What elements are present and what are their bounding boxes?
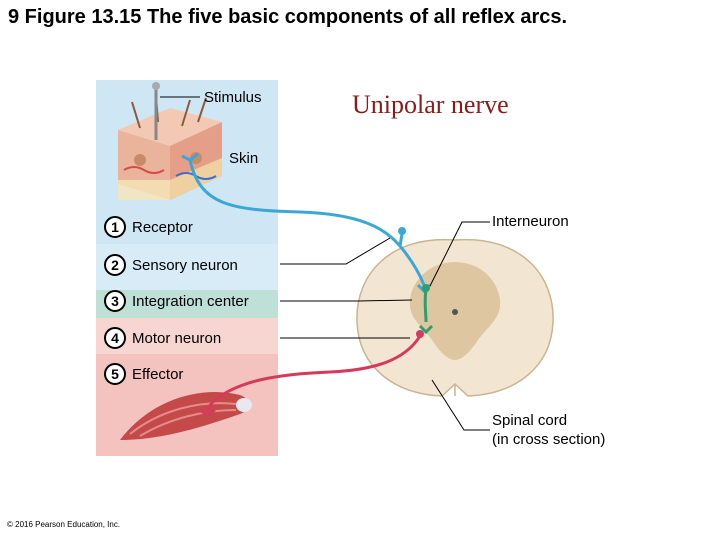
spinal-cord-leader-line [431, 379, 490, 431]
sensory-neuron [188, 159, 426, 286]
step-receptor: 1 Receptor [104, 216, 193, 238]
sensory-neuron-branch [398, 233, 404, 247]
interneuron-leader-line [429, 221, 490, 287]
step-label: Motor neuron [132, 329, 222, 347]
integration-leader-line [280, 299, 413, 302]
step-integration-center: 3 Integration center [104, 290, 249, 312]
muscle-illustration [120, 392, 252, 440]
step-label: Receptor [132, 218, 193, 236]
stimulus-pin [152, 82, 160, 140]
spinal-cord-label: Spinal cord [492, 412, 568, 429]
interneuron [423, 290, 428, 323]
skin-label: Skin [229, 150, 259, 167]
sensory-leader-line [280, 237, 391, 265]
panel-motor [96, 318, 278, 354]
step-sensory-neuron: 2 Sensory neuron [104, 254, 238, 276]
step-label: Effector [132, 365, 184, 383]
stimulus-label: Stimulus [204, 89, 262, 106]
panel-integration [96, 290, 278, 318]
interneuron-cell-body [422, 284, 430, 292]
slide-title: 9 Figure 13.15 The five basic components… [8, 6, 568, 28]
receptor-ending [181, 152, 199, 162]
spinal-cord [356, 238, 554, 397]
step-number: 2 [104, 254, 126, 276]
step-label: Sensory neuron [132, 256, 238, 274]
motor-neuron-cell-body [416, 330, 424, 338]
diagram-subtitle: Unipolar nerve [352, 90, 509, 119]
step-number: 1 [104, 216, 126, 238]
neuromuscular-junction [198, 408, 216, 416]
step-number: 5 [104, 363, 126, 385]
interneuron-label: Interneuron [492, 213, 569, 230]
step-number: 3 [104, 290, 126, 312]
step-label: Integration center [132, 292, 249, 310]
motor-neuron [205, 335, 422, 413]
interneuron-synapse [418, 324, 434, 335]
step-motor-neuron: 4 Motor neuron [104, 327, 221, 349]
sensory-neuron-cell-body [398, 227, 406, 235]
spinal-cord-sublabel: (in cross section) [492, 431, 606, 448]
step-effector: 5 Effector [104, 363, 183, 385]
copyright-notice: © 2016 Pearson Education, Inc. [7, 520, 121, 529]
step-number: 4 [104, 327, 126, 349]
panel-sensory [96, 244, 278, 290]
